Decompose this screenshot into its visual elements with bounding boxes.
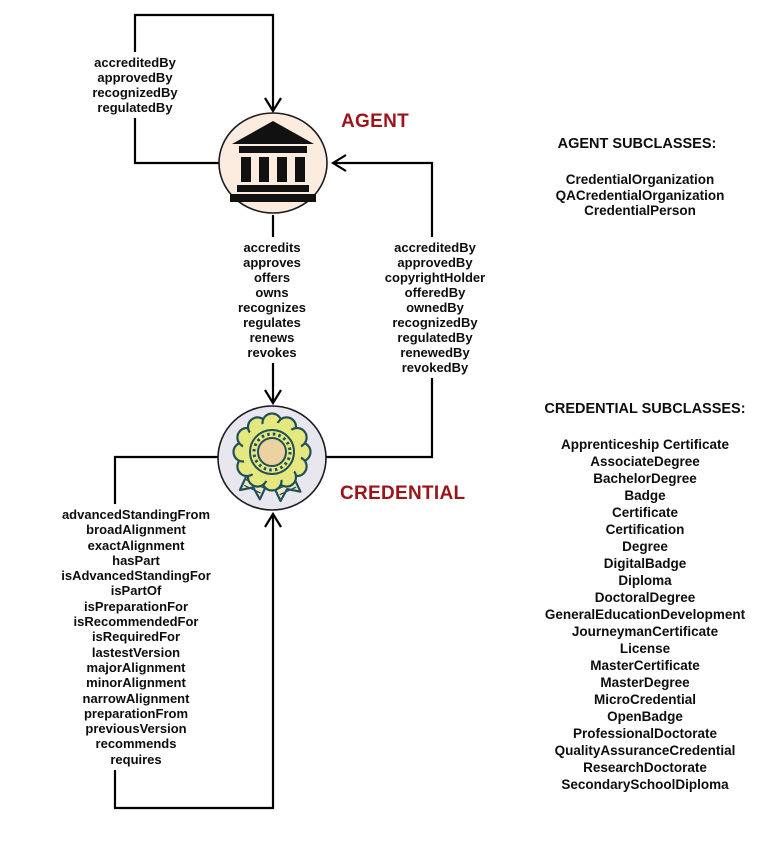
subclass-item: Certificate	[611, 505, 679, 520]
edge-label: accreditedBy	[394, 240, 476, 255]
subclass-item: MasterDegree	[600, 675, 690, 690]
agent-subclasses-heading: AGENT SUBCLASSES:	[557, 136, 717, 152]
edge-label: hasPart	[112, 552, 160, 568]
agent-node	[218, 112, 328, 214]
subclass-item: Apprenticeship Certificate	[560, 437, 730, 452]
subclass-item: OpenBadge	[607, 709, 683, 724]
edge-label: recommends	[95, 736, 177, 752]
rosette-dotted-ring	[252, 432, 292, 472]
edge-label: minorAlignment	[86, 675, 186, 691]
subclass-item: BachelorDegree	[593, 471, 697, 486]
arrowhead-down-icon	[264, 97, 282, 114]
rosette-center	[257, 437, 287, 467]
edge-label: isPreparationFor	[83, 598, 189, 614]
subclass-item: CredentialPerson	[584, 203, 696, 218]
rosette-inner-ring	[249, 429, 295, 475]
subclass-item: DoctoralDegree	[594, 590, 696, 605]
edge-label: approves	[243, 255, 301, 270]
edge-label: lastestVersion	[91, 644, 181, 660]
edge-label: copyrightHolder	[384, 270, 486, 285]
edge-label: offers	[253, 270, 291, 285]
edge-label: previousVersion	[85, 721, 187, 737]
edge-line	[133, 13, 275, 165]
edge-label: exactAlignment	[87, 537, 185, 553]
subclass-item: Badge	[624, 488, 666, 503]
edge-label: ownedBy	[406, 300, 464, 315]
subclass-item: DigitalBadge	[603, 556, 687, 571]
subclass-item: Certification	[605, 522, 685, 537]
credential-node-label: CREDENTIAL	[340, 483, 466, 504]
edge-label: isAdvancedStandingFor	[61, 568, 211, 584]
edge-label: owns	[255, 285, 289, 300]
subclass-item: JourneymanCertificate	[571, 624, 719, 639]
subclass-item: ResearchDoctorate	[583, 760, 707, 775]
edge-label: isPartOf	[110, 583, 162, 599]
credential-subclasses-heading: CREDENTIAL SUBCLASSES:	[544, 401, 746, 417]
edge-label: accredits	[243, 240, 301, 255]
edge-line	[113, 455, 275, 810]
edge-label: revokes	[247, 345, 297, 360]
credential-node	[217, 405, 327, 511]
bank-icon	[230, 121, 316, 202]
edge-label: regulatedBy	[97, 100, 173, 115]
edge-label: advancedStandingFrom	[61, 507, 211, 522]
award-rosette-icon	[232, 412, 312, 503]
subclass-item: AssociateDegree	[590, 454, 700, 469]
subclass-item: License	[619, 641, 671, 656]
edge-label: recognizedBy	[392, 315, 478, 330]
edge-label: revokedBy	[401, 360, 469, 375]
edge-agent-self-loop	[133, 13, 282, 165]
subclass-item: GeneralEducationDevelopment	[544, 607, 746, 622]
arrowhead-down-icon	[264, 389, 282, 406]
subclass-item: MicroCredential	[593, 692, 697, 707]
edge-label: accreditedBy	[94, 55, 176, 70]
edge-label: majorAlignment	[86, 659, 186, 675]
edge-credential-self-loop	[113, 455, 282, 810]
agent-node-label: AGENT	[341, 111, 409, 132]
edge-label: renews	[249, 330, 295, 345]
edge-label: recognizedBy	[92, 85, 178, 100]
edge-label: isRecommendedFor	[73, 614, 199, 630]
arrowhead-left-icon	[330, 154, 347, 172]
edge-label: broadAlignment	[86, 522, 186, 538]
subclass-item: Diploma	[618, 573, 672, 588]
edge-label: isRequiredFor	[91, 629, 181, 645]
subclass-item: SecondarySchoolDiploma	[561, 777, 729, 792]
edge-label: regulatedBy	[397, 330, 473, 345]
subclass-item: ProfessionalDoctorate	[572, 726, 718, 741]
edge-label: approvedBy	[97, 70, 173, 85]
edge-label: offeredBy	[404, 285, 466, 300]
arrowhead-up-icon	[264, 511, 282, 528]
subclass-item: MasterCertificate	[590, 658, 700, 673]
edge-label: preparationFrom	[83, 705, 188, 721]
subclass-item: QACredentialOrganization	[555, 187, 725, 203]
edge-label: regulates	[243, 315, 301, 330]
subclass-item: Degree	[622, 539, 668, 554]
subclass-item: CredentialOrganization	[565, 172, 715, 187]
edge-label: renewedBy	[400, 345, 470, 360]
subclass-item: QualityAssuranceCredential	[554, 743, 736, 758]
edge-label: requires	[110, 751, 162, 767]
edge-label: approvedBy	[397, 255, 473, 270]
edge-label: narrowAlignment	[82, 690, 190, 706]
edge-label: recognizes	[238, 300, 306, 315]
